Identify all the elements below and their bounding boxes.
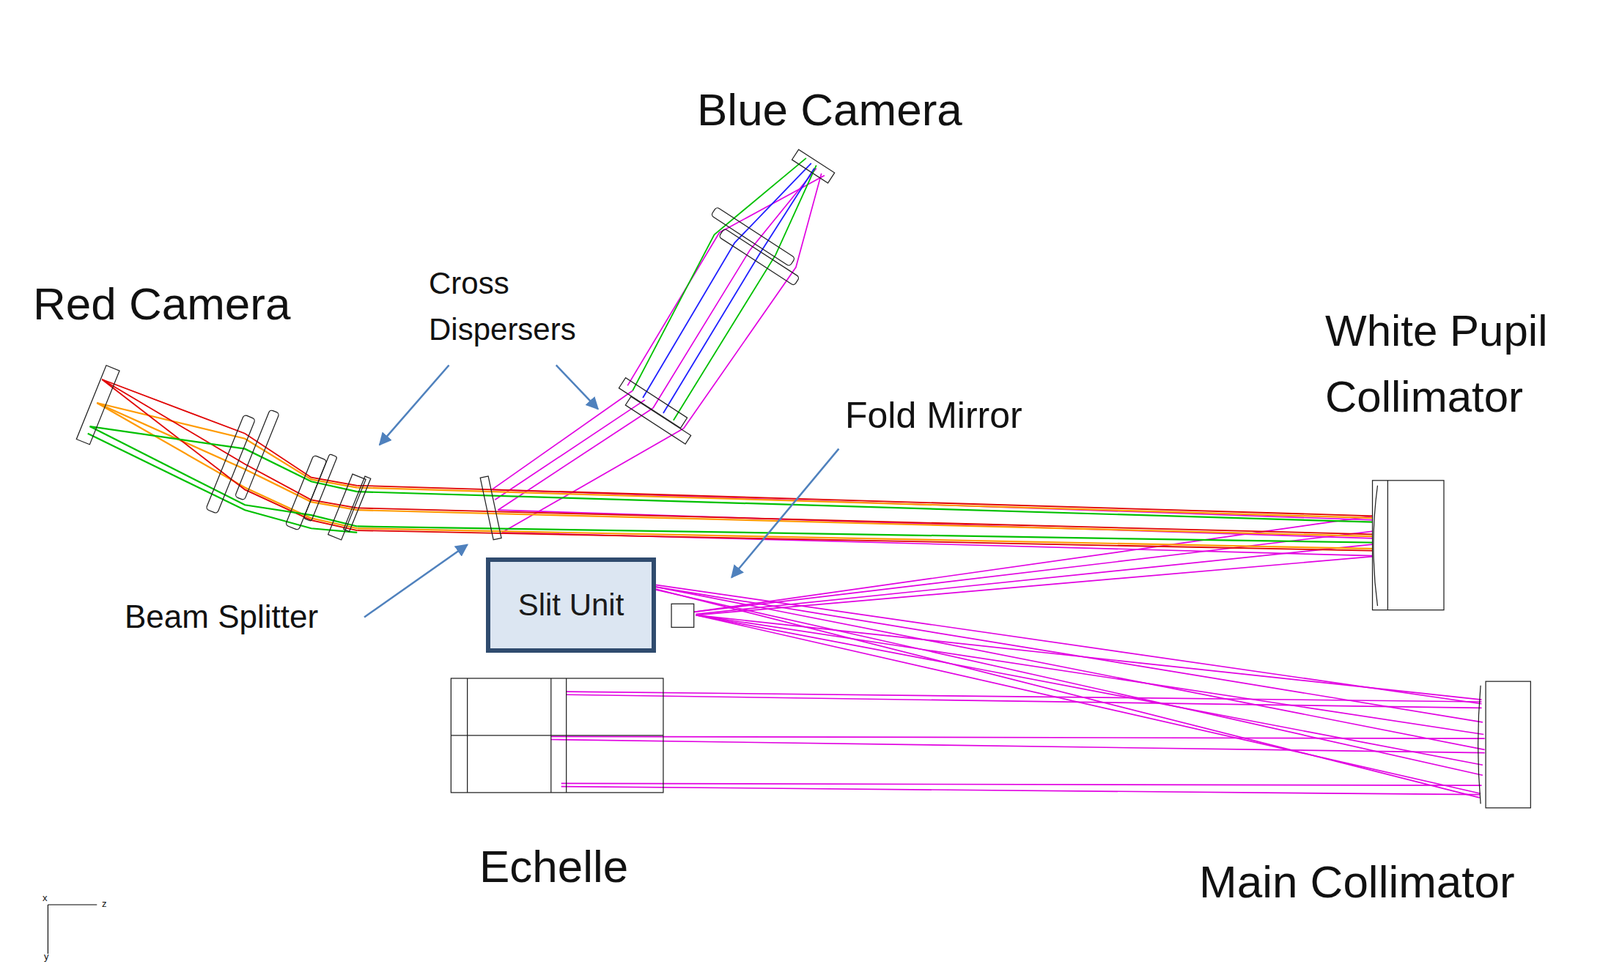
- red-lens: [303, 454, 338, 522]
- blue-rays: [642, 163, 812, 398]
- green-rays: [673, 165, 817, 421]
- fold-mirror: [671, 603, 695, 628]
- magenta-rays: [695, 615, 1481, 795]
- red-cross-disperser: [343, 476, 371, 532]
- magenta-rays: [617, 579, 1480, 799]
- blue-rays: [642, 163, 815, 414]
- axis-label: y: [43, 951, 50, 964]
- red-rays: [356, 507, 1380, 535]
- green-rays: [632, 158, 817, 421]
- magenta-rays: [551, 736, 1485, 739]
- orange-rays: [96, 403, 357, 489]
- blue-rays: [663, 168, 815, 414]
- leader-arrow: [556, 365, 599, 409]
- magenta-rays: [561, 783, 1482, 786]
- green-rays: [632, 158, 807, 391]
- box-label: Slit Unit: [518, 587, 625, 624]
- axis-indicator: [47, 905, 97, 955]
- blue-cross-disperser: [625, 396, 691, 445]
- green-rays: [87, 433, 358, 533]
- component-label: Echelle: [479, 839, 629, 895]
- orange-rays: [96, 403, 1380, 549]
- component-label: Main Collimator: [1199, 855, 1515, 910]
- blue-lens: [710, 206, 796, 267]
- red-rays: [101, 379, 357, 486]
- blue-detector: [792, 149, 835, 184]
- component-label: Fold Mirror: [845, 393, 1023, 438]
- magenta-rays: [695, 615, 1482, 766]
- leader-arrow: [379, 365, 450, 445]
- white-pupil-mirror: [1373, 485, 1378, 607]
- component-label: Cross Dispersers: [428, 260, 613, 353]
- magenta-rays: [695, 556, 1380, 616]
- magenta-rays: [566, 694, 1482, 709]
- orange-rays: [96, 403, 357, 529]
- magenta-rays: [491, 168, 1485, 799]
- magenta-rays: [622, 581, 1483, 723]
- white-pupil-mirror: [1387, 480, 1389, 611]
- orange-rays: [356, 528, 1380, 549]
- red-lens: [234, 409, 280, 501]
- magenta-rays: [694, 515, 1381, 613]
- green-rays: [90, 426, 358, 527]
- magenta-rays: [561, 787, 1480, 796]
- magenta-rays: [683, 173, 822, 429]
- green-rays: [87, 426, 1381, 544]
- red-rays: [101, 379, 357, 508]
- echelle-grating: [450, 678, 664, 794]
- beam-splitter-plate: [480, 476, 502, 541]
- magenta-rays: [695, 615, 1484, 736]
- red-rays: [101, 379, 1380, 552]
- component-label: Blue Camera: [697, 82, 963, 138]
- echelle-grating: [450, 735, 664, 736]
- magenta-rays: [551, 739, 1485, 753]
- green-rays: [356, 491, 1380, 523]
- component-label: Beam Splitter: [124, 598, 319, 637]
- orange-rays: [356, 510, 1380, 537]
- magenta-rays: [627, 175, 825, 386]
- blue-cross-disperser: [618, 378, 687, 429]
- magenta-rays: [617, 579, 1482, 705]
- magenta-rays: [695, 543, 1380, 615]
- axis-label: x: [42, 892, 48, 905]
- leader-arrow: [731, 449, 839, 578]
- component-label: Red Camera: [32, 277, 291, 332]
- green-rays: [90, 426, 358, 492]
- magenta-rays: [695, 615, 1482, 701]
- axis-indicator: [47, 905, 97, 906]
- slit-unit-box: Slit Unit: [485, 557, 656, 654]
- magenta-rays: [491, 390, 633, 490]
- blue-lens: [719, 228, 800, 286]
- axis-indicator: [47, 905, 49, 955]
- main-collimator-mirror: [1485, 681, 1531, 809]
- main-collimator-mirror: [1478, 686, 1481, 805]
- red-detector: [76, 365, 120, 445]
- magenta-rays: [494, 400, 645, 500]
- optical-component: [76, 149, 1531, 809]
- leader-arrow: [364, 545, 468, 618]
- component-label: White Pupil Collimator: [1325, 298, 1575, 431]
- red-cross-disperser: [328, 474, 366, 541]
- axis-label: z: [101, 898, 108, 911]
- green-rays: [356, 526, 1380, 543]
- red-rays: [101, 379, 357, 531]
- white-pupil-mirror: [1372, 480, 1444, 611]
